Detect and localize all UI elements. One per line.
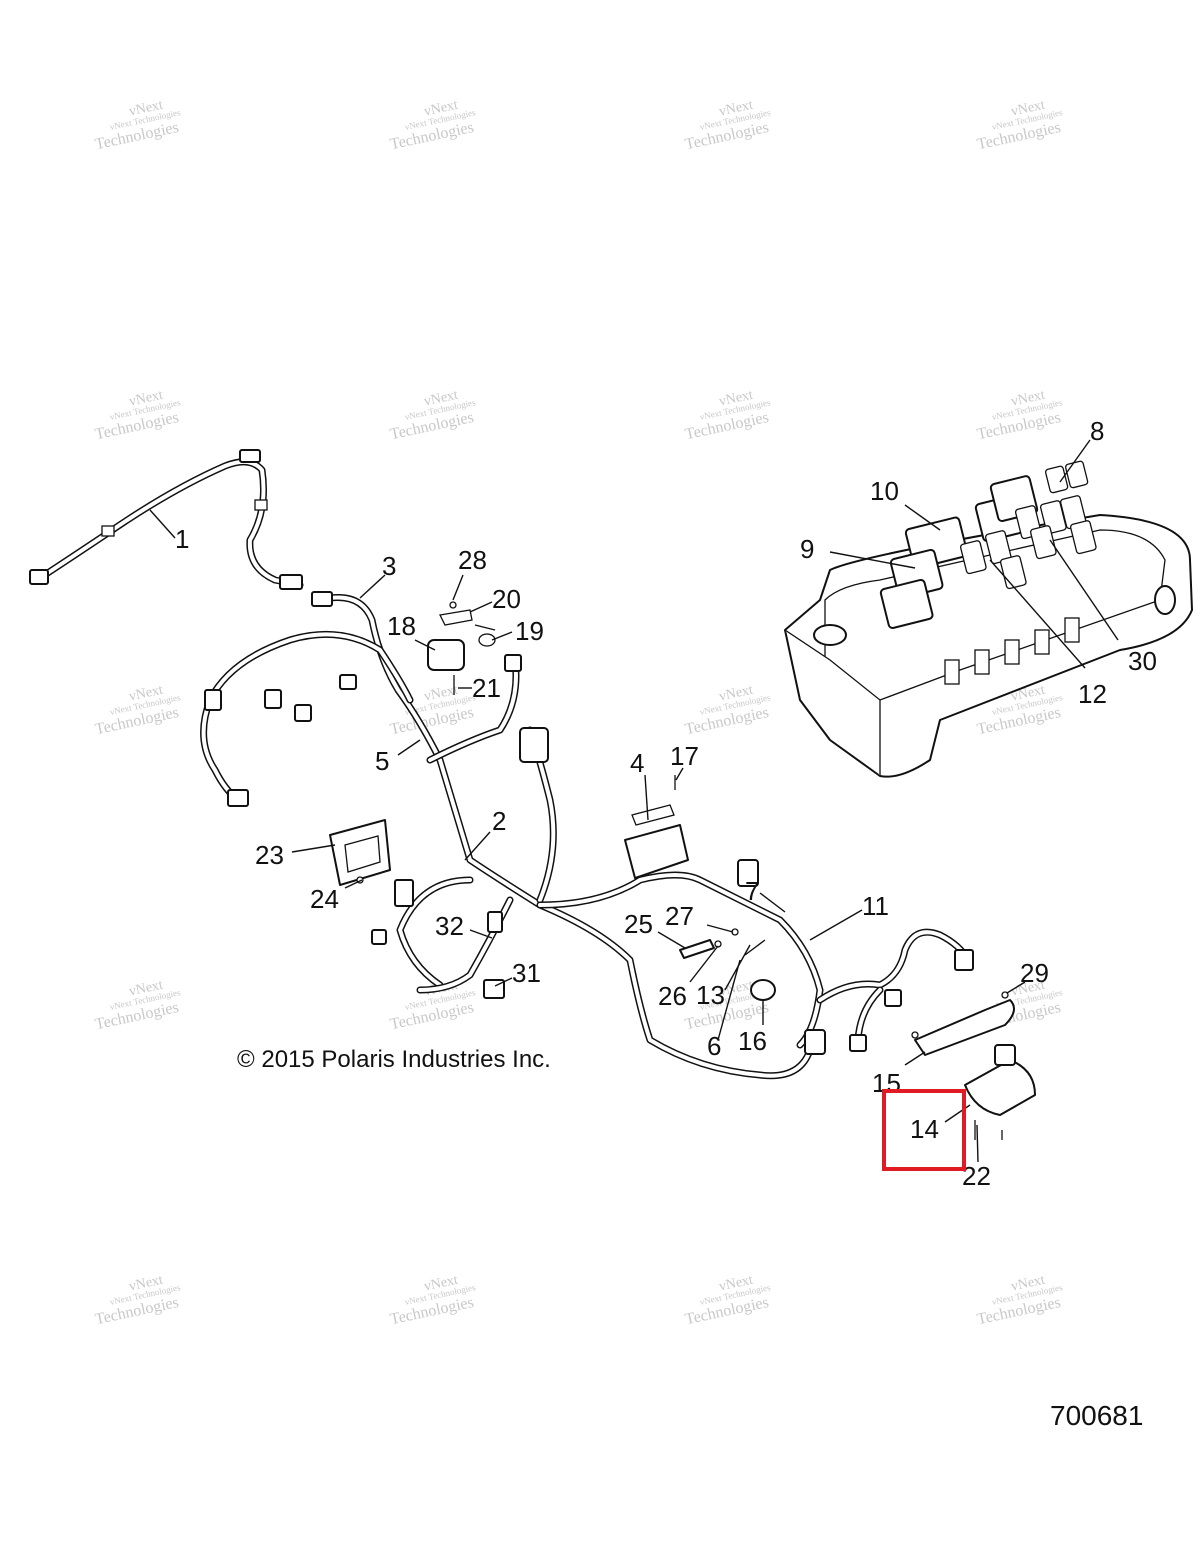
drawing-number: 700681: [1050, 1400, 1143, 1431]
callout-9: 9: [800, 534, 814, 564]
callout-32: 32: [435, 911, 464, 941]
callout-24: 24: [310, 884, 339, 914]
watermark-text: vNext: [423, 1273, 460, 1295]
callout-2: 2: [492, 806, 506, 836]
highlight-box: [882, 1089, 966, 1171]
watermark-text: vNext: [1010, 388, 1047, 410]
watermark-text: vNext: [128, 98, 165, 120]
watermark-text: vNext: [423, 388, 460, 410]
watermark-text: vNext: [128, 683, 165, 705]
callout-8: 8: [1090, 416, 1104, 446]
callout-18: 18: [387, 611, 416, 641]
watermark-text: vNext: [718, 98, 755, 120]
callout-16: 16: [738, 1026, 767, 1056]
module-4: [624, 824, 689, 879]
callout-labels: 1 2 3 4 5 6 7 8 9 10 11 12 13 14 15 16 1…: [175, 416, 1157, 1191]
callout-11: 11: [862, 891, 889, 921]
fuse-relay-box: [784, 460, 1193, 778]
callout-29: 29: [1020, 958, 1049, 988]
callout-13: 13: [696, 980, 725, 1010]
callout-30: 30: [1128, 646, 1157, 676]
callout-19: 19: [515, 616, 544, 646]
callout-6: 6: [707, 1031, 721, 1061]
watermark-text: vNext: [1010, 1273, 1047, 1295]
callout-10: 10: [870, 476, 899, 506]
watermark-text: vNext: [128, 978, 165, 1000]
relay-18: [427, 639, 465, 671]
watermark-text: vNext: [423, 683, 460, 705]
bracket-15: [914, 999, 1015, 1056]
watermark-text: vNext: [128, 1273, 165, 1295]
callout-1: 1: [175, 524, 189, 554]
callout-20: 20: [492, 584, 521, 614]
callout-25: 25: [624, 909, 653, 939]
callout-27: 27: [665, 901, 694, 931]
callout-7: 7: [745, 876, 759, 906]
callout-4: 4: [630, 748, 644, 778]
watermark-text: vNext: [718, 1273, 755, 1295]
watermark-text: vNext: [718, 978, 755, 1000]
callout-17: 17: [670, 741, 699, 771]
watermark-text: vNext: [1010, 98, 1047, 120]
callout-22: 22: [962, 1161, 991, 1191]
callout-12: 12: [1078, 679, 1107, 709]
watermark-text: vNext: [718, 683, 755, 705]
harness-2: [200, 591, 826, 1080]
watermark-text: vNext: [128, 388, 165, 410]
small-parts: [329, 601, 1036, 1140]
callout-21: 21: [472, 673, 501, 703]
callout-14: 14: [910, 1114, 939, 1144]
watermark-text: vNext: [423, 98, 460, 120]
callout-26: 26: [658, 981, 687, 1011]
callout-5: 5: [375, 746, 389, 776]
harness-1: [29, 449, 304, 590]
callout-23: 23: [255, 840, 284, 870]
callout-3: 3: [382, 551, 396, 581]
copyright-notice: © 2015 Polaris Industries Inc.: [237, 1046, 551, 1073]
callout-31: 31: [512, 958, 541, 988]
callout-15: 15: [872, 1068, 901, 1098]
module-14: [964, 1059, 1036, 1116]
watermark-text: vNext: [718, 388, 755, 410]
harness-right: [816, 928, 974, 1052]
callout-28: 28: [458, 545, 487, 575]
watermark-text: vNext: [1010, 978, 1047, 1000]
